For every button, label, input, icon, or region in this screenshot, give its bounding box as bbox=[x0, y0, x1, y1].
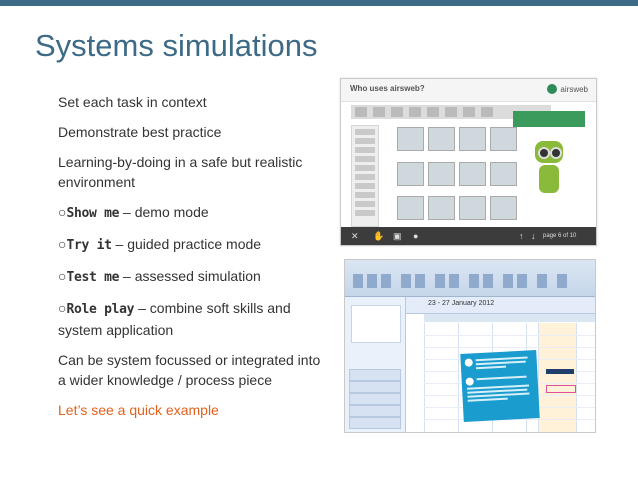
bullet-text: Can be system focussed or integrated int… bbox=[58, 352, 321, 388]
sub-bullet-test-me: ○Test me – assessed simulation bbox=[58, 266, 330, 288]
screenshot-header: Who uses airsweb? airsweb bbox=[341, 79, 596, 102]
ribbon-button bbox=[483, 274, 493, 288]
bullet-list: Set each task in context Demonstrate bes… bbox=[58, 92, 330, 430]
ribbon-button bbox=[537, 274, 547, 288]
ribbon-button bbox=[557, 274, 567, 288]
guidance-callout bbox=[460, 350, 540, 422]
circle-bullet-icon: ○ bbox=[58, 268, 67, 284]
mode-keyword: Test me bbox=[66, 270, 120, 285]
copy-icon: ▣ bbox=[393, 231, 402, 241]
screenshot-sidebar bbox=[351, 125, 379, 227]
tab-thumb bbox=[391, 107, 403, 117]
appointment-block bbox=[546, 369, 574, 374]
ribbon-button bbox=[469, 274, 479, 288]
role-tile bbox=[397, 196, 424, 221]
mode-keyword: Try it bbox=[66, 238, 112, 253]
mode-description: – guided practice mode bbox=[111, 236, 262, 252]
robot-mascot-icon bbox=[531, 141, 567, 197]
navigation-pane bbox=[345, 297, 406, 432]
hand-icon: ✋ bbox=[373, 231, 385, 241]
role-tile bbox=[459, 127, 486, 151]
tab-thumb bbox=[481, 107, 493, 117]
role-tile bbox=[459, 196, 486, 221]
info-icon bbox=[465, 377, 474, 386]
tab-thumb bbox=[409, 107, 421, 117]
screenshot-tab-strip bbox=[351, 105, 551, 119]
tab-thumb bbox=[373, 107, 385, 117]
circle-bullet-icon: ○ bbox=[58, 300, 67, 316]
ribbon-button bbox=[367, 274, 377, 288]
tab-thumb bbox=[445, 107, 457, 117]
role-tile bbox=[397, 127, 424, 151]
mode-description: – combine soft skills and system applica… bbox=[58, 300, 291, 338]
info-icon: ● bbox=[413, 231, 419, 241]
calendar-header: 23 - 27 January 2012 bbox=[406, 297, 595, 314]
role-tile bbox=[428, 161, 455, 186]
bullet-context: Set each task in context bbox=[58, 92, 330, 112]
tab-thumb bbox=[427, 107, 439, 117]
prev-arrow-icon: ↑ bbox=[519, 231, 524, 241]
role-tile bbox=[428, 127, 455, 151]
calendar-screenshot: 23 - 27 January 2012 bbox=[344, 259, 596, 433]
role-tile bbox=[397, 161, 424, 186]
speech-bubble bbox=[513, 111, 585, 127]
airsweb-logo: airsweb bbox=[547, 84, 588, 94]
ribbon-button bbox=[503, 274, 513, 288]
selected-slot bbox=[546, 385, 576, 393]
sub-bullet-role-play: ○Role play – combine soft skills and sys… bbox=[58, 298, 330, 340]
mode-description: – assessed simulation bbox=[119, 268, 261, 284]
circle-bullet-icon: ○ bbox=[58, 236, 67, 252]
next-arrow-icon: ↓ bbox=[531, 231, 536, 241]
player-controls-bar: ✕ ✋ ▣ ● ↑ ↓ page 6 of 10 bbox=[341, 227, 596, 245]
mode-keyword: Role play bbox=[66, 302, 135, 317]
bullet-learning: Learning-by-doing in a safe but realisti… bbox=[58, 152, 330, 192]
logo-text: airsweb bbox=[560, 84, 588, 94]
role-tile bbox=[490, 161, 517, 186]
logo-dot-icon bbox=[547, 84, 558, 94]
ribbon-toolbar bbox=[345, 260, 595, 297]
ribbon-button bbox=[415, 274, 425, 288]
tab-thumb bbox=[463, 107, 475, 117]
slide-title: Systems simulations bbox=[35, 28, 318, 63]
example-link-text[interactable]: Let’s see a quick example bbox=[58, 402, 219, 418]
ribbon-button bbox=[517, 274, 527, 288]
sub-bullet-show-me: ○Show me – demo mode bbox=[58, 202, 330, 224]
screenshot-title: Who uses airsweb? bbox=[350, 84, 425, 93]
bullet-text: Set each task in context bbox=[58, 94, 207, 110]
tab-thumb bbox=[355, 107, 367, 117]
close-icon: ✕ bbox=[351, 231, 359, 241]
role-tile bbox=[490, 196, 517, 221]
top-accent-bar bbox=[0, 0, 638, 6]
day-header bbox=[424, 314, 595, 322]
role-tile bbox=[490, 127, 517, 151]
role-tile bbox=[428, 196, 455, 221]
ribbon-button bbox=[401, 274, 411, 288]
calendar-view: 23 - 27 January 2012 bbox=[406, 297, 595, 432]
role-tile bbox=[459, 161, 486, 186]
bullet-best-practice: Demonstrate best practice bbox=[58, 122, 330, 142]
ribbon-button bbox=[353, 274, 363, 288]
mini-calendar bbox=[351, 305, 401, 343]
page-indicator: page 6 of 10 bbox=[543, 233, 577, 239]
ribbon-button bbox=[449, 274, 459, 288]
bullet-integration: Can be system focussed or integrated int… bbox=[58, 350, 330, 390]
elearning-screenshot: Who uses airsweb? airsweb ✕ ✋ ▣ ● ↑ ↓ pa… bbox=[340, 78, 597, 246]
bullet-text: Learning-by-doing in a safe but realisti… bbox=[58, 154, 303, 190]
role-image-grid bbox=[397, 127, 517, 227]
today-column bbox=[538, 323, 576, 432]
bullet-text: Demonstrate best practice bbox=[58, 124, 222, 140]
date-range: 23 - 27 January 2012 bbox=[428, 300, 495, 307]
info-icon bbox=[464, 358, 473, 367]
ribbon-button bbox=[381, 274, 391, 288]
mode-keyword: Show me bbox=[66, 206, 120, 221]
example-link[interactable]: Let’s see a quick example bbox=[58, 400, 330, 420]
sub-bullet-try-it: ○Try it – guided practice mode bbox=[58, 234, 330, 256]
mode-description: – demo mode bbox=[119, 204, 209, 220]
ribbon-button bbox=[435, 274, 445, 288]
circle-bullet-icon: ○ bbox=[58, 204, 67, 220]
